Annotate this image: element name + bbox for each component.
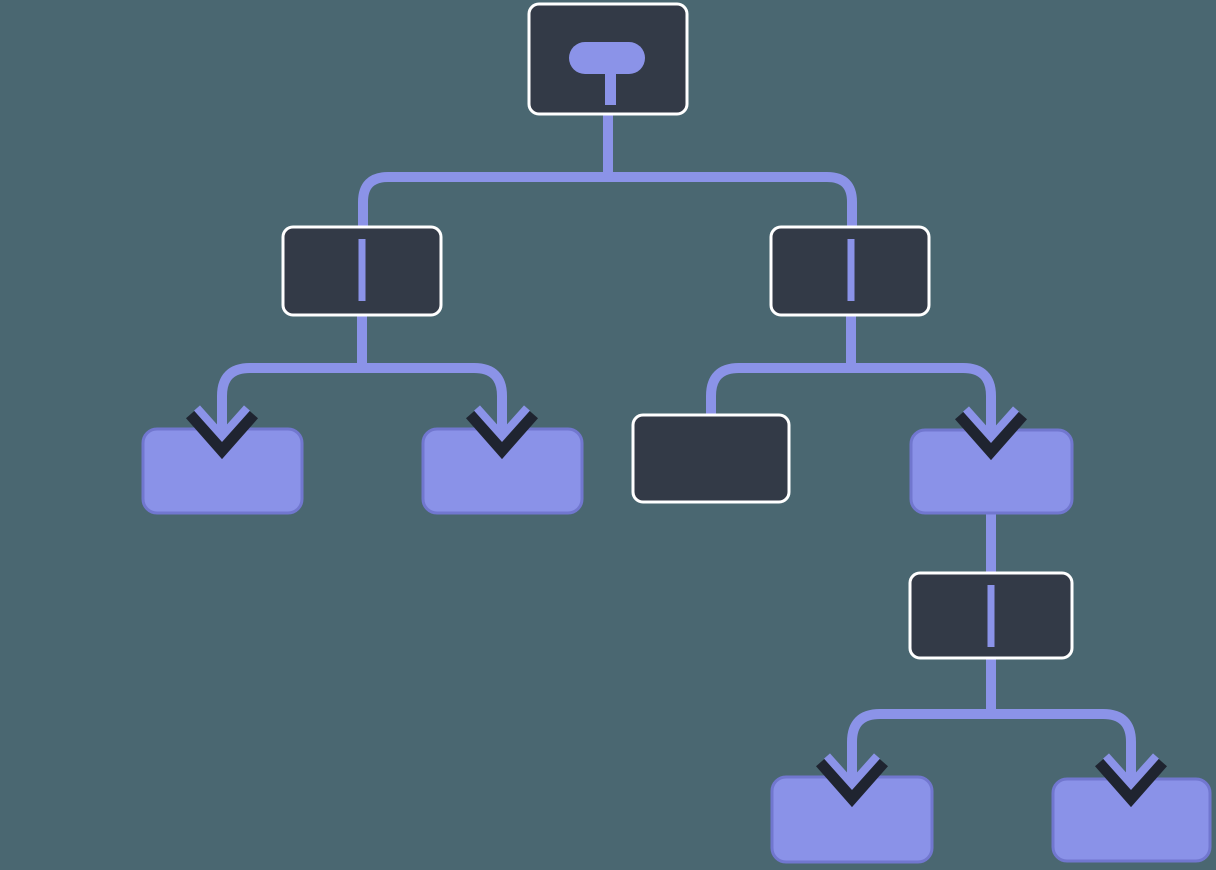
node-layer xyxy=(141,2,1212,864)
connector-branch-right-children xyxy=(706,363,996,418)
connector-branch-left-children xyxy=(217,363,507,410)
connector-layer xyxy=(217,108,1136,758)
root-glyph-stem xyxy=(605,57,616,105)
connector-root-branches xyxy=(358,172,857,230)
collapsed-node[interactable] xyxy=(631,413,791,504)
root-pill-icon xyxy=(569,42,645,74)
connector-branch-bottom-children xyxy=(847,709,1136,758)
